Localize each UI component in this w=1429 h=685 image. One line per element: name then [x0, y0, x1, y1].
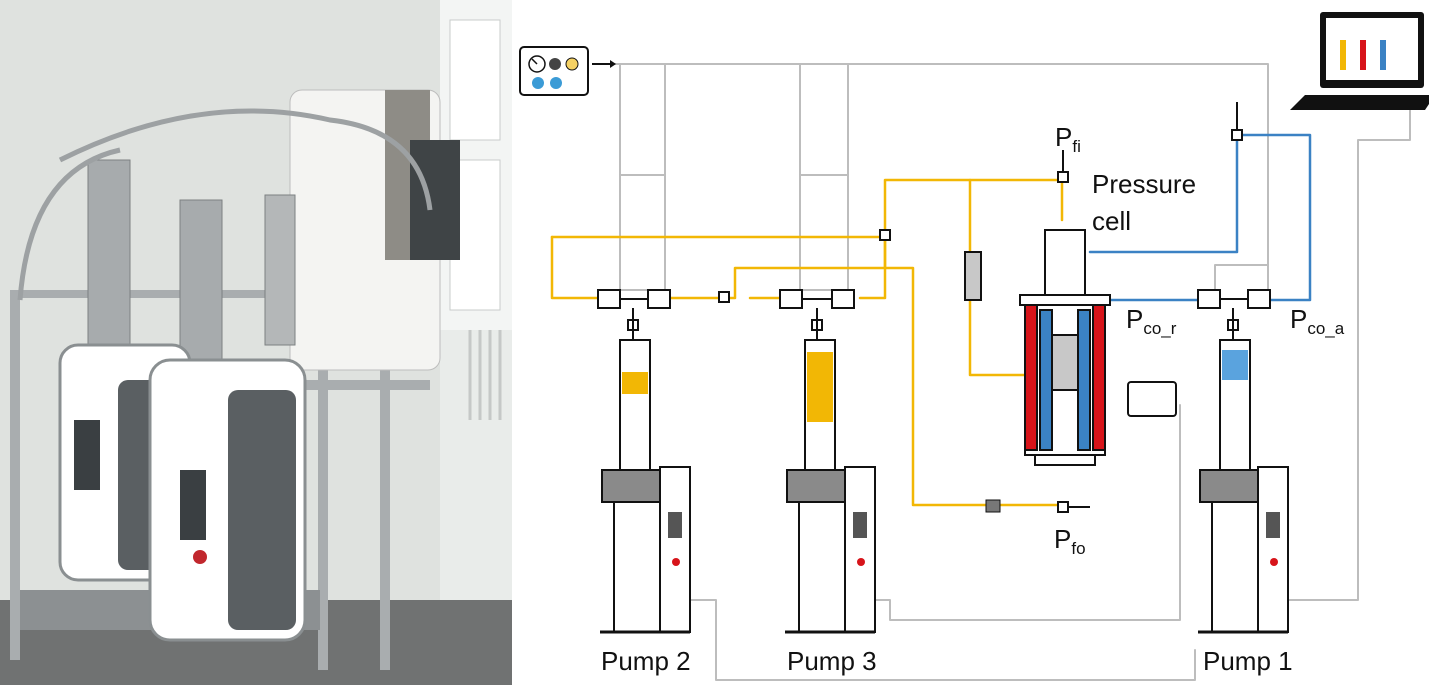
pump1-icon: [1198, 339, 1289, 634]
pressure-sensor-fo: [1057, 501, 1090, 513]
junction-icon: [879, 229, 891, 241]
outlet-sensor: [985, 499, 1001, 513]
p-co-r-label: Pco_r: [1126, 304, 1177, 338]
photo-tubing: [58, 108, 433, 211]
photo-monitor: [410, 140, 460, 260]
photo-cylinder: [264, 194, 296, 346]
pump3-valve-assembly: [779, 289, 855, 340]
pump1-valve-assembly: [1197, 289, 1271, 340]
pump2-valve-assembly: [597, 289, 671, 340]
junction-icon: [718, 291, 730, 303]
filter-icon: [964, 251, 982, 301]
photo-cylinder: [87, 159, 131, 361]
pressure-sensor-fi: [1057, 150, 1069, 183]
heater-controller: [1127, 381, 1177, 417]
photo-tubing: [17, 147, 121, 301]
pump2-icon: [600, 339, 691, 634]
pump1-label: Pump 1: [1203, 646, 1293, 676]
photo-pump-body: [148, 358, 307, 642]
pressure-cell-label-line2: cell: [1092, 206, 1131, 236]
pressure-cell-schematic: Pump 2 Pump 3 Pump 1 Pressure cell Pfi P…: [519, 12, 1429, 681]
pump2-label: Pump 2: [601, 646, 691, 676]
p-fi-label: Pfi: [1055, 122, 1081, 156]
lab-setup-photo: [0, 0, 512, 685]
photo-radiator: [468, 330, 502, 420]
confining-pressure-lines: [1088, 133, 1312, 302]
photo-cylinder: [179, 199, 223, 371]
pump3-label: Pump 3: [787, 646, 877, 676]
pressure-cell-label: Pressure: [1092, 169, 1196, 199]
laptop-icon: [1290, 12, 1429, 110]
pressure-cell-icon: [1019, 229, 1111, 466]
pump3-icon: [785, 339, 876, 634]
p-fo-label: Pfo: [1054, 524, 1086, 558]
photo-window-pane: [449, 19, 501, 141]
p-co-a-label: Pco_a: [1290, 304, 1345, 338]
pressure-sensor-co-a: [1231, 102, 1243, 141]
pressure-controller: [519, 46, 616, 96]
control-lines: [605, 63, 1411, 681]
